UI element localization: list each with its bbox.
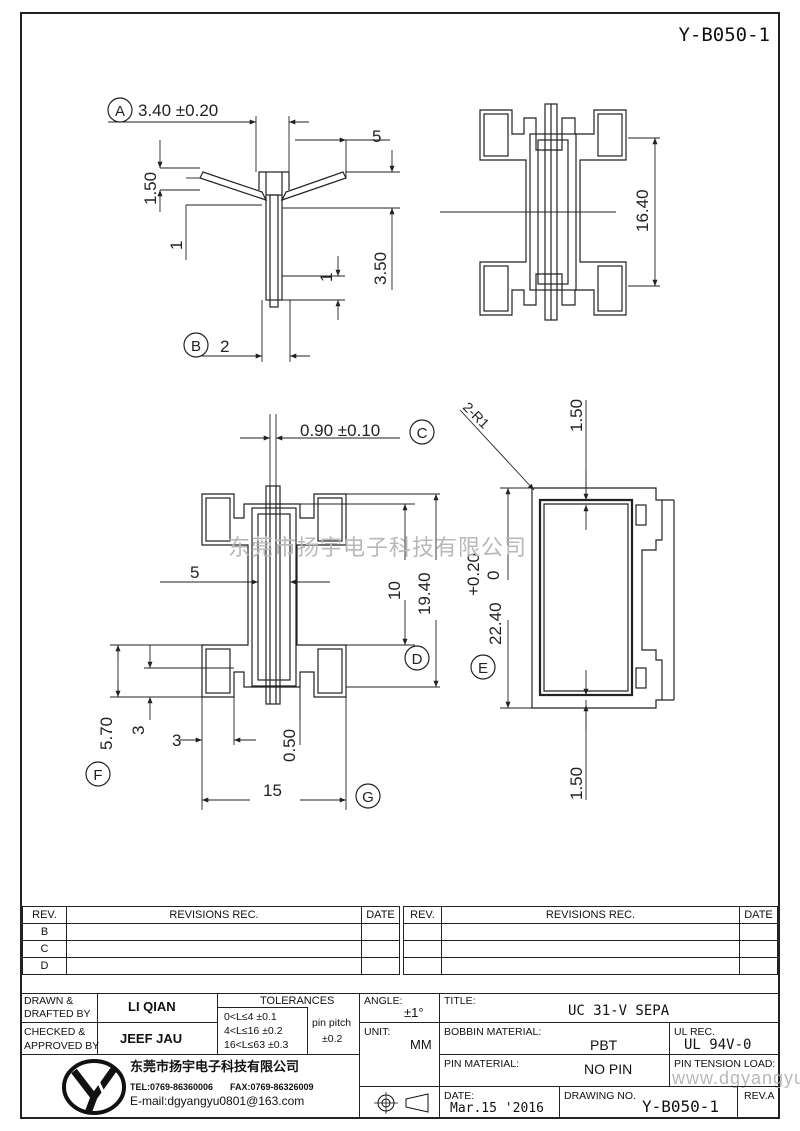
watermark-url: www.dgyangyu.cn bbox=[672, 1068, 800, 1088]
dim-3-vertical: 3 bbox=[129, 726, 148, 735]
bottom-view bbox=[531, 487, 675, 709]
dim-1-50-left: 1.50 bbox=[141, 172, 160, 205]
watermark-company: 东莞市扬宇电子科技有限公司 bbox=[228, 535, 528, 560]
dim-5-top: 5 bbox=[372, 127, 381, 146]
tolerance-row-3: 16<L≤63 ±0.3 bbox=[224, 1039, 289, 1051]
drawn-label-1: DRAWN & bbox=[24, 995, 74, 1007]
dim-2: 2 bbox=[220, 337, 229, 356]
checked-label-1: CHECKED & bbox=[24, 1026, 86, 1038]
drawing-number-top: Y-B050-1 bbox=[678, 24, 770, 46]
title-value: UC 31-V SEPA bbox=[568, 1003, 670, 1019]
unit-label: UNIT: bbox=[364, 1026, 391, 1038]
ref-c-label: C bbox=[417, 425, 428, 442]
unit-value: MM bbox=[410, 1037, 432, 1052]
ref-g-label: G bbox=[362, 789, 374, 806]
pin-pitch-label: pin pitch bbox=[312, 1017, 352, 1029]
revisions-header: REVISIONS REC. bbox=[66, 906, 362, 924]
drawn-by-value: LI QIAN bbox=[128, 999, 176, 1014]
dim-3-50: 3.50 bbox=[371, 252, 390, 285]
ref-circle-e bbox=[470, 654, 496, 680]
pin-material-label: PIN MATERIAL: bbox=[444, 1058, 520, 1070]
ref-circle-b bbox=[183, 332, 209, 358]
dim-0-90: 0.90 ±0.10 bbox=[300, 421, 380, 440]
ul-rec-label: UL REC. bbox=[674, 1026, 716, 1038]
tolerance-row-1: 0<L≤4 ±0.1 bbox=[224, 1011, 277, 1023]
projection-symbol-icon bbox=[374, 1092, 429, 1114]
ref-b-label: B bbox=[191, 338, 201, 355]
date-label: DATE: bbox=[444, 1090, 475, 1102]
revision-table-left: REV. REVISIONS REC. DATE B C D bbox=[22, 906, 400, 975]
ref-circle-a bbox=[107, 97, 133, 123]
date-header: DATE bbox=[361, 906, 400, 924]
dim-a: 3.40 ±0.20 bbox=[138, 101, 218, 120]
dim-1-50-bottom: 1.50 bbox=[567, 767, 586, 800]
side-view bbox=[199, 171, 347, 308]
date-value: Mar.15 '2016 bbox=[450, 1101, 544, 1116]
bobbin-material-value: PBT bbox=[590, 1037, 618, 1053]
company-tel: TEL:0769-86360006 bbox=[130, 1082, 214, 1092]
dim-16-40: 16.40 bbox=[633, 189, 652, 232]
ul-rec-value: UL 94V-0 bbox=[684, 1037, 752, 1053]
dim-1-right: 1 bbox=[317, 273, 336, 282]
dim-10: 10 bbox=[385, 581, 404, 600]
pin-pitch-value: ±0.2 bbox=[322, 1033, 343, 1045]
dim-5-70: 5.70 bbox=[97, 717, 116, 750]
angle-value: ±1° bbox=[404, 1005, 424, 1020]
rev-row-label: C bbox=[22, 940, 67, 958]
dim-19-40: 19.40 bbox=[415, 572, 434, 615]
drawing-frame bbox=[20, 12, 780, 1119]
dim-5-mid: 5 bbox=[190, 563, 199, 582]
ref-circle-c bbox=[409, 419, 435, 445]
drawn-label-2: DRAFTED BY bbox=[24, 1008, 91, 1020]
ref-circle-f bbox=[85, 761, 111, 787]
ref-e-label: E bbox=[478, 660, 488, 677]
checked-by-value: JEEF JAU bbox=[120, 1031, 183, 1046]
dim-0-50: 0.50 bbox=[280, 729, 299, 762]
dim-1-left: 1 bbox=[167, 241, 186, 250]
dim-15: 15 bbox=[263, 781, 282, 800]
revision-table-right: REV. REVISIONS REC. DATE bbox=[403, 906, 778, 975]
dim-tol-plus: +0.20 bbox=[464, 553, 483, 596]
drawing-no-value: Y-B050-1 bbox=[642, 1097, 720, 1116]
revisions-header: REVISIONS REC. bbox=[441, 906, 740, 924]
ref-d-label: D bbox=[412, 651, 423, 668]
company-fax: FAX:0769-86326009 bbox=[230, 1082, 314, 1092]
company-email: E-mail:dgyangyu0801@163.com bbox=[130, 1094, 305, 1108]
rev-header: REV. bbox=[22, 906, 67, 924]
ref-circle-g bbox=[355, 783, 381, 809]
ref-a-label: A bbox=[115, 103, 125, 120]
dim-3-horizontal: 3 bbox=[172, 731, 181, 750]
top-view bbox=[201, 485, 347, 705]
revision-label: REV.A bbox=[744, 1090, 775, 1102]
bobbin-material-label: BOBBIN MATERIAL: bbox=[444, 1026, 542, 1038]
company-logo bbox=[62, 1059, 126, 1115]
checked-label-2: APPROVED BY bbox=[24, 1040, 100, 1052]
technical-drawing: A 3.40 ±0.20 5 1.50 1 3.50 1 B 2 16.40 0… bbox=[85, 97, 675, 810]
pin-tension-label: PIN TENSION LOAD: bbox=[674, 1058, 776, 1070]
ref-f-label: F bbox=[93, 767, 102, 784]
drawing-no-label: DRAWING NO. bbox=[564, 1090, 636, 1102]
dim-1-50-top: 1.50 bbox=[567, 399, 586, 432]
company-name: 东莞市扬宇电子科技有限公司 bbox=[130, 1059, 300, 1074]
date-header: DATE bbox=[739, 906, 778, 924]
tolerance-row-2: 4<L≤16 ±0.2 bbox=[224, 1025, 283, 1037]
title-label: TITLE: bbox=[444, 995, 476, 1007]
tolerances-label: TOLERANCES bbox=[260, 995, 335, 1007]
rev-row-label: B bbox=[22, 923, 67, 941]
ref-circle-d bbox=[404, 645, 430, 671]
title-block: DRAWN & DRAFTED BY LI QIAN CHECKED & APP… bbox=[20, 993, 780, 1119]
rev-header: REV. bbox=[403, 906, 442, 924]
dim-tol-zero: 0 bbox=[484, 571, 503, 580]
rev-row-label: D bbox=[22, 957, 67, 975]
angle-label: ANGLE: bbox=[364, 995, 403, 1007]
dim-22-40: 22.40 bbox=[486, 602, 505, 645]
pin-material-value: NO PIN bbox=[584, 1061, 633, 1077]
